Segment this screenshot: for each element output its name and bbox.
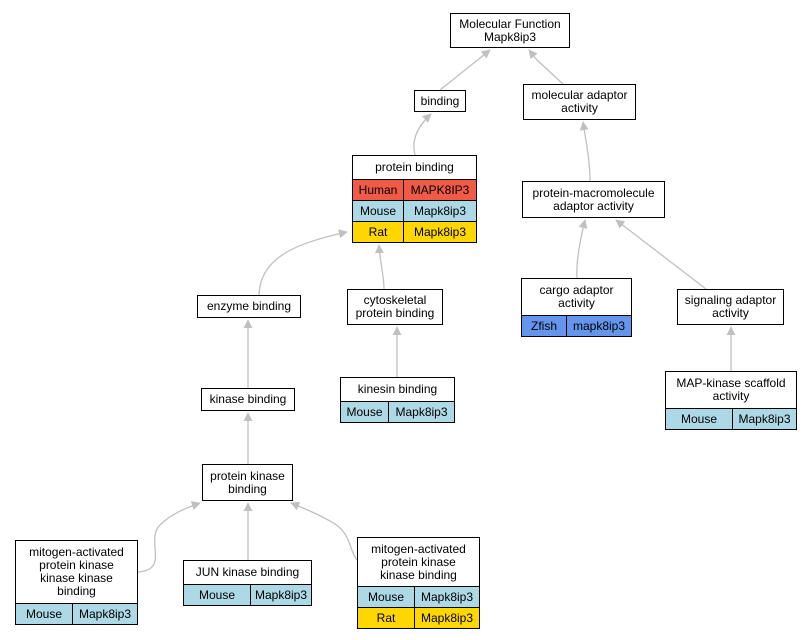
edge-binding-to-root (439, 49, 491, 91)
go-term-enzyme-binding[interactable]: enzyme binding (197, 295, 301, 318)
edge-pm_adaptor-to-mol_adaptor (579, 121, 591, 182)
species-cell: Rat (358, 608, 415, 628)
term-title: protein-macromolecule adaptor activity (523, 182, 664, 217)
gene-cell[interactable]: Mapk8ip3 (420, 590, 474, 604)
term-title: enzyme binding (198, 296, 300, 317)
go-term-root[interactable]: Molecular Function Mapk8ip3 (450, 13, 570, 48)
annotation-row: Mouse Mapk8ip3 (16, 603, 137, 624)
species-cell: Mouse (16, 604, 73, 624)
gene-cell[interactable]: Mapk8ip3 (413, 225, 467, 239)
term-label: protein-macromolecule adaptor activity (532, 185, 655, 213)
annotation-row: Rat Mapk8ip3 (353, 221, 476, 242)
gene-cell[interactable]: MAPK8IP3 (410, 183, 470, 197)
term-title: JUN kinase binding (184, 561, 311, 584)
go-term-mol-adaptor[interactable]: molecular adaptor activity (523, 84, 636, 120)
edge-mapkk_binding-to-pk_binding (290, 501, 358, 561)
gene-cell[interactable]: Mapk8ip3 (420, 611, 474, 625)
term-label: mitogen-activated protein kinase kinase … (29, 545, 124, 598)
go-term-cyto-binding[interactable]: cytoskeletal protein binding (347, 289, 443, 325)
edge-enzyme_binding-to-protein_binding (258, 229, 348, 296)
term-title: kinase binding (202, 389, 294, 410)
term-title: mitogen-activated protein kinase kinase … (16, 541, 137, 603)
go-term-kinase-binding[interactable]: kinase binding (201, 388, 295, 411)
edge-protein_binding-to-binding (413, 113, 432, 156)
gene-cell[interactable]: Mapk8ip3 (254, 588, 308, 602)
term-title: kinesin binding (341, 378, 454, 401)
term-label: protein kinase binding (210, 468, 285, 496)
term-label: protein binding (375, 160, 454, 174)
term-title: protein binding (353, 156, 476, 179)
go-term-pm-adaptor[interactable]: protein-macromolecule adaptor activity (522, 181, 665, 218)
term-title: cargo adaptor activity (522, 279, 631, 315)
gene-cell[interactable]: mapk8ip3 (572, 319, 626, 333)
term-title: molecular adaptor activity (524, 85, 635, 119)
term-label: JUN kinase binding (195, 565, 300, 579)
term-label: Molecular Function Mapk8ip3 (459, 16, 561, 44)
term-label: cytoskeletal protein binding (355, 293, 435, 320)
annotation-row: Mouse Mapk8ip3 (358, 586, 479, 607)
term-label: kinase binding (209, 392, 287, 406)
annotation-row: Mouse Mapk8ip3 (666, 408, 796, 429)
term-label: MAP-kinase scaffold activity (676, 376, 786, 403)
annotation-row: Rat Mapk8ip3 (358, 607, 479, 628)
species-cell: Mouse (353, 201, 404, 221)
term-title: protein kinase binding (203, 465, 292, 500)
term-label: enzyme binding (206, 299, 292, 313)
species-cell: Rat (353, 222, 404, 242)
term-label: kinesin binding (357, 382, 438, 396)
annotation-row: Human MAPK8IP3 (353, 179, 476, 200)
term-label: cargo adaptor activity (539, 283, 614, 310)
species-cell: Mouse (341, 402, 389, 422)
gene-cell[interactable]: Mapk8ip3 (413, 204, 467, 218)
term-title: mitogen-activated protein kinase kinase … (358, 538, 479, 586)
term-title: signaling adaptor activity (678, 290, 783, 324)
gene-cell[interactable]: Mapk8ip3 (78, 607, 132, 621)
annotation-row: Zfish mapk8ip3 (522, 315, 631, 336)
edge-cyto_binding-to-protein_binding (374, 244, 385, 290)
gene-cell[interactable]: Mapk8ip3 (395, 405, 448, 419)
term-label: signaling adaptor activity (684, 293, 777, 320)
edge-signaling_adaptor-to-pm_adaptor (615, 219, 707, 290)
annotation-row: Mouse Mapk8ip3 (353, 200, 476, 221)
go-term-mapkk-binding[interactable]: mitogen-activated protein kinase kinase … (357, 537, 480, 629)
term-label: molecular adaptor activity (531, 88, 628, 115)
term-title: MAP-kinase scaffold activity (666, 372, 796, 408)
gene-cell[interactable]: Mapk8ip3 (738, 412, 791, 426)
edge-mapkkkk_binding-to-pk_binding (137, 501, 201, 573)
go-term-signaling-adaptor[interactable]: signaling adaptor activity (677, 289, 784, 325)
term-title: Molecular Function Mapk8ip3 (451, 14, 569, 47)
term-title: cytoskeletal protein binding (348, 290, 442, 324)
species-cell: Zfish (522, 316, 567, 336)
edge-cargo_adaptor-to-pm_adaptor (576, 219, 588, 279)
edge-mol_adaptor-to-root (528, 49, 564, 85)
go-term-mapkkkk-binding[interactable]: mitogen-activated protein kinase kinase … (15, 540, 138, 625)
annotation-row: Mouse Mapk8ip3 (341, 401, 454, 422)
species-cell: Human (353, 180, 404, 200)
go-term-pk-binding[interactable]: protein kinase binding (202, 464, 293, 501)
term-title: binding (415, 91, 465, 111)
species-cell: Mouse (358, 587, 415, 607)
species-cell: Mouse (184, 585, 251, 605)
term-label: binding (420, 93, 460, 108)
species-cell: Mouse (666, 409, 733, 429)
term-label: mitogen-activated protein kinase kinase … (371, 541, 466, 582)
go-term-binding[interactable]: binding (414, 90, 466, 112)
